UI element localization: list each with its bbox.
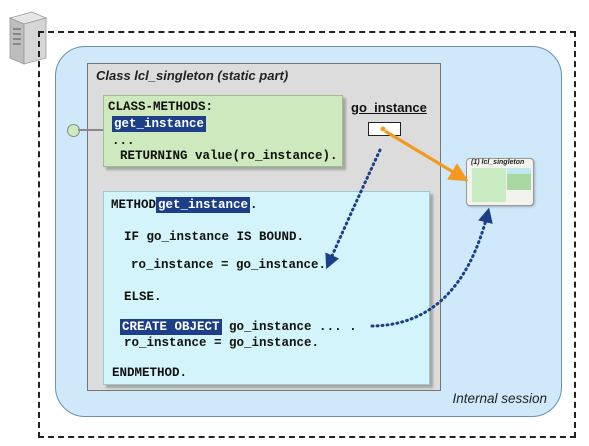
impl-assign-line-2: ro_instance = go_instance. [124, 336, 320, 350]
server-icon [8, 8, 48, 66]
object-label: (1) lcl_singleton [471, 159, 525, 166]
impl-create-line: CREATE OBJECT go_instance ... . [120, 319, 357, 335]
class-title: Class lcl_singleton (static part) [96, 68, 289, 83]
decl-line-returning: RETURNING value(ro_instance). [120, 149, 338, 163]
method-implementation [103, 191, 430, 385]
create-object-arrow [370, 207, 493, 328]
session-label: Internal session [452, 391, 547, 406]
decl-line-ellipsis: ... [112, 134, 135, 148]
internal-session-frame [38, 31, 576, 438]
impl-method-dot: . [250, 198, 258, 212]
decl-method-name: get_instance [112, 116, 207, 132]
reference-dot [380, 126, 386, 132]
impl-create-rest: go_instance ... . [229, 320, 357, 334]
decl-line-class-methods: CLASS-METHODS: [108, 100, 214, 114]
impl-endmethod-line: ENDMETHOD. [112, 366, 188, 380]
object-part-3 [507, 174, 531, 190]
impl-method-keyword: METHOD [111, 198, 157, 212]
impl-else-line: ELSE. [124, 290, 162, 304]
get-instance-return-arrow [325, 148, 382, 270]
impl-create-keyword: CREATE OBJECT [120, 319, 222, 335]
reference-arrow [384, 129, 469, 182]
impl-method-name: get_instance [156, 197, 251, 213]
impl-if-line: IF go_instance IS BOUND. [124, 230, 305, 244]
decl-method-highlight: get_instance [112, 116, 207, 132]
impl-assign-line-1: ro_instance = go_instance. [131, 258, 327, 272]
object-part-2 [507, 168, 531, 174]
object-part-1 [472, 168, 506, 202]
connector-line [78, 129, 108, 131]
go-instance-label: go_instance [351, 100, 427, 115]
